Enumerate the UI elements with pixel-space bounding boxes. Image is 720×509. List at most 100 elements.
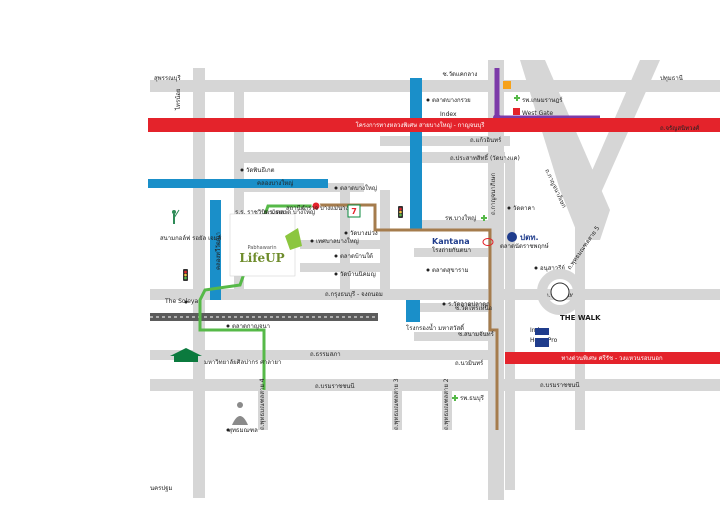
lm-hospital-bang-yai: รพ.บางใหญ่ [445, 214, 476, 222]
project-logo-leaf [285, 228, 302, 250]
golfer-icon [172, 209, 180, 224]
street-borom-right: ถ.บรมราชชนนี [540, 381, 579, 389]
lm-wat-ban-sai: วัดบ้านนิคมญ [340, 271, 376, 278]
lm-buddha: พุทธมณฑล [228, 427, 258, 434]
landmark-dots [184, 98, 538, 432]
street-pm4: ถ.พุทธมณฑลสาย 4 [259, 378, 266, 430]
street-nawamin: ถ.นวมินทร์ [455, 359, 484, 367]
toyota-logo-icon [482, 238, 494, 246]
lm-the-walk: THE WALK [560, 314, 601, 322]
street-kalapaphruek: ถ.กาญจนาภิเษก [490, 172, 497, 215]
road-borom [150, 379, 720, 391]
buddha-statue-icon [232, 402, 248, 425]
hospital-icon-3 [452, 395, 458, 401]
lm-ptt: ปตท. [520, 233, 539, 242]
road-top [150, 80, 720, 92]
road-krung-thon [150, 289, 720, 300]
lm-stadium: สนามกอล์ฟ รอยัล เจมส์ [160, 234, 222, 242]
dir-top-left: สุพรรณบุรี [154, 74, 181, 82]
road-prasat-sit [235, 152, 505, 163]
road-pm5 [575, 180, 585, 430]
street-wat-sai: ซ.วัดไทรเหนือ [455, 304, 493, 312]
dir-top-right: ปทุมธานี [660, 74, 683, 82]
lm-market-right: ตลาดนัดราชพฤกษ์ [500, 242, 549, 250]
street-krung-thon: ถ.กรุงธนบุรี - จงถนอม [325, 290, 383, 298]
road-v-pm3 [392, 380, 402, 430]
road-right-side [505, 160, 515, 490]
lm-wat-khao: วัดตาคา [513, 205, 535, 212]
road-kaew-in [380, 136, 510, 146]
west-gate-logo-icon [513, 108, 520, 115]
lm-talad-bang-yai: ตลาดบางใหญ่ [340, 184, 377, 192]
university-icon [170, 348, 202, 362]
lm-west-gate: West Gate [522, 110, 553, 117]
lm-talad-ban-dai: ตลาดบ้านใต้ [340, 252, 373, 260]
lm-school-kanjana: โรงกรองน้ำ มหาสวัสดิ์ [406, 322, 465, 332]
road-left-vertical [193, 68, 205, 498]
street-thammasapha: ถ.ธรรมสภา [310, 351, 341, 358]
street-sanamchan: ซ.สนามจันทร์ [458, 330, 495, 338]
road-inner-h2 [414, 248, 489, 257]
canal-vertical-top [410, 78, 422, 230]
road-kanchanaphisek [520, 60, 610, 240]
lm-wat-sin-ghet: วัดพินธีเกต [246, 166, 275, 174]
homepro-logo-icon [535, 338, 549, 347]
traffic-light-icon-1 [398, 206, 403, 218]
lm-wat-lat-pla: ร.วัดลาดปลาดุก [448, 301, 490, 308]
street-wat-kaew: ซ.วัดแคกลาง [443, 71, 478, 78]
traffic-light-icon-2 [183, 269, 188, 281]
lm-school-nonthaburi: ร.ร. ตลาด บางใหญ่ [264, 208, 315, 216]
lm-school-mahachai: ร.ร. ราชวินิต มัธยม [235, 209, 286, 216]
landmarks: ตลาดบางกรวย Index รพ.เกษมราษฎร์ West Gat… [160, 96, 601, 434]
road-v-pm4 [258, 380, 268, 430]
road-inner-h6 [300, 263, 390, 272]
street-kaew-in: ถ.แก้วอินทร์ [470, 136, 502, 144]
lm-talad-bang-kruai: ตลาดบางกรวย [432, 97, 471, 104]
lotus-logo-icon [535, 328, 549, 335]
index-logo-icon [503, 81, 511, 89]
lm-anu-sao: อนุสาวรีย์ [540, 264, 565, 272]
street-pm2: ถ.พุทธมณฑลสาย 2 [443, 378, 450, 430]
ptt-logo-icon [507, 232, 517, 242]
banner-top-text: โครงการทางหลวงพิเศษ สายบางใหญ่ - กาญจนบุ… [356, 121, 486, 129]
lm-wat-bang-muang: วัดบางม่วง [350, 230, 378, 237]
lm-hospital-kasem: รพ.เกษมราษฎร์ [522, 96, 563, 104]
canal-small [406, 300, 420, 322]
seven-eleven-icon: 7 [347, 204, 361, 218]
dir-left-vertical: ไทรน้อย [174, 89, 182, 111]
roundabout-icon [537, 269, 583, 315]
road-inner-h4 [414, 332, 494, 341]
hospital-icon [514, 95, 520, 101]
route-brown [316, 203, 499, 430]
road-ratchaphruek [488, 60, 504, 500]
road-inner-h3 [414, 303, 494, 312]
canal-vertical-label: คลองทวีวัฒนา [214, 232, 222, 270]
lm-school-village: สถานีตำรวจ บางแม่นาง [286, 204, 348, 212]
road-nakhon-in [505, 289, 720, 300]
road-inner-h5 [300, 240, 390, 249]
street-charoen: ถ.จรัญสนิทวงศ์ [660, 124, 699, 132]
lm-mahidol: มหาวิทยาลัยศิลปากร ศาลายา [204, 359, 281, 366]
street-prasat-sit: ถ.ประสาทสิทธิ์ (วัดบางแค) [450, 153, 520, 162]
dir-bottom-left: นครปฐม [150, 485, 172, 492]
banner-bottom-text: ทางด่วนพิเศษ ศรีรัช - วงแหวนรอบนอก [561, 354, 663, 362]
project-card [229, 213, 296, 277]
svg-text:7: 7 [351, 207, 357, 216]
street-pm3: ถ.พุทธมณฑลสาย 3 [393, 378, 400, 430]
lm-index: Index [440, 111, 457, 118]
project-pin[interactable] [311, 201, 321, 211]
canal-label: คลองบางใหญ่ [257, 179, 293, 187]
lm-hospital-thonburi: รพ.ธนบุรี [460, 394, 485, 402]
street-borom: ถ.บรมราชชนนี [315, 382, 354, 390]
banner-top [148, 118, 720, 132]
project-brand-big: LifeUP [239, 251, 284, 265]
hospital-icon-2 [481, 215, 487, 221]
road-v-pm2 [442, 380, 452, 430]
lm-thet-bang-yai: เทศบาลบางใหญ่ [316, 237, 359, 245]
canal-bang-yai [148, 179, 328, 188]
lm-talad-kanchana: ตลาดกาญจนา [232, 323, 270, 330]
banner-bottom [505, 352, 720, 364]
road-inner-h1 [414, 220, 489, 229]
lm-kantana-sub: โรงถ่ายกันตนา [432, 246, 471, 254]
